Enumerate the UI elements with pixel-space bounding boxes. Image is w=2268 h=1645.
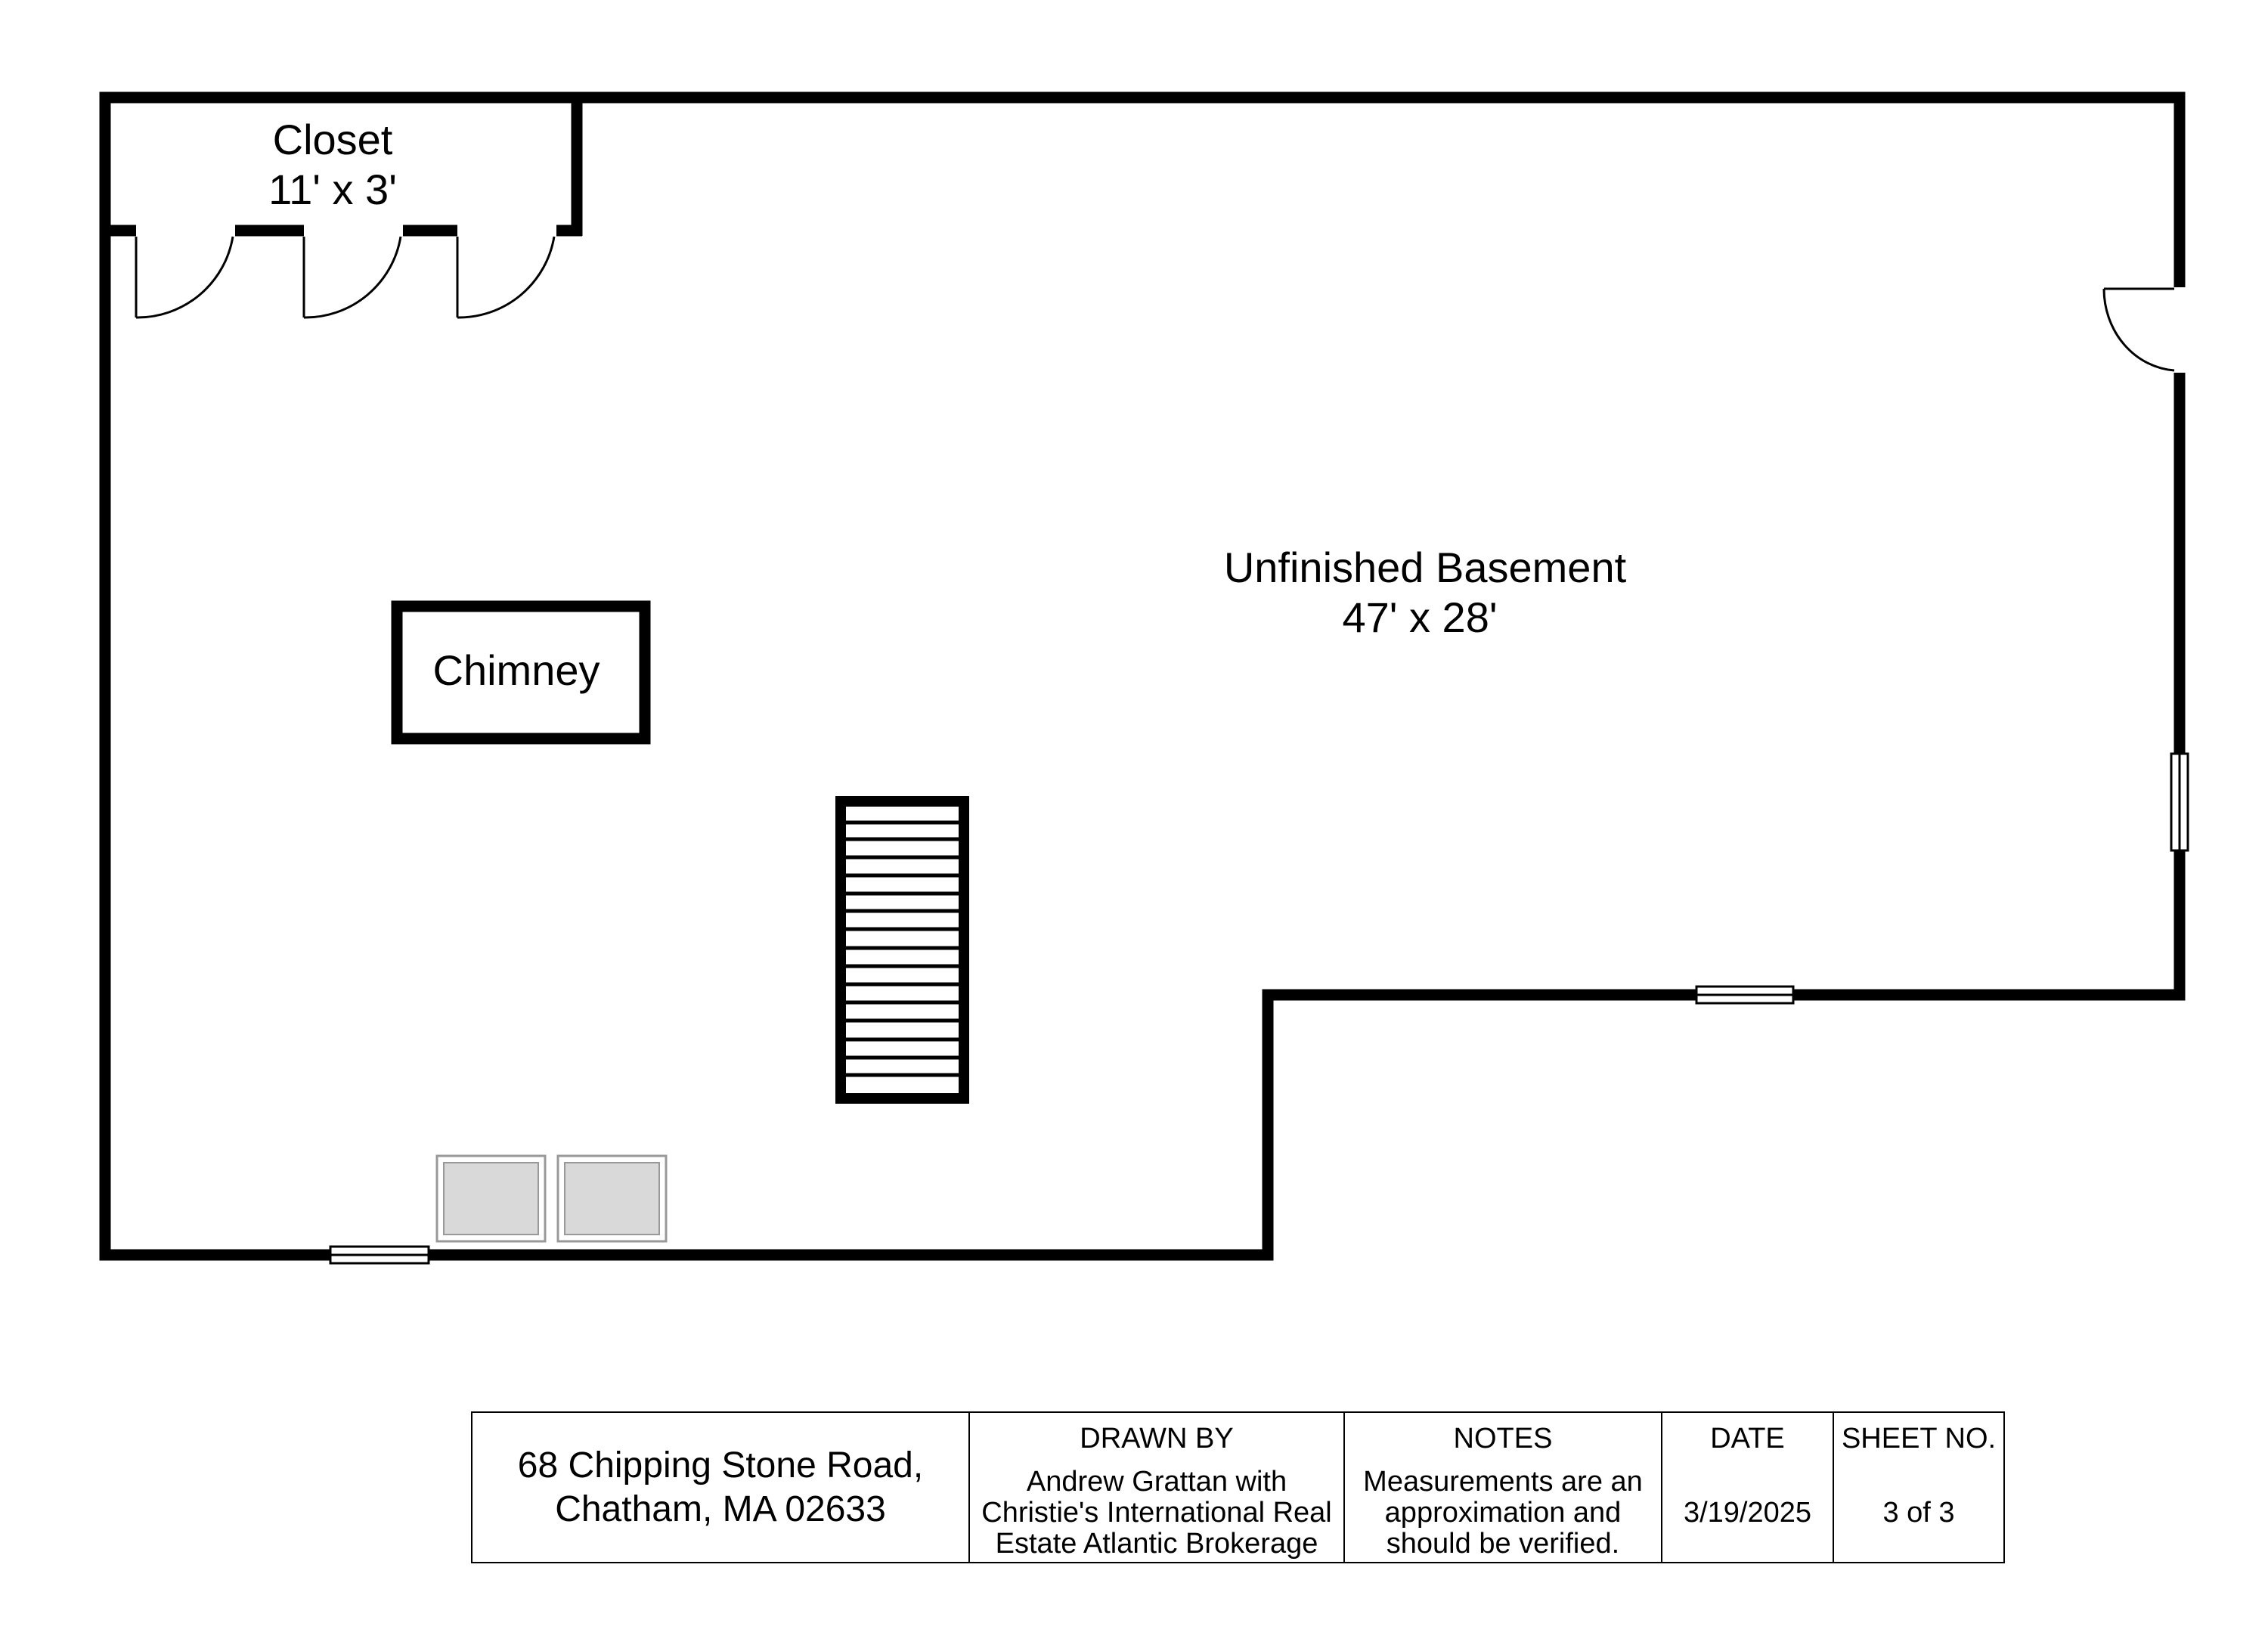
notes-header: NOTES	[1453, 1423, 1553, 1454]
basement-name: Unfinished Basement	[1224, 544, 1627, 591]
date-header: DATE	[1710, 1423, 1785, 1454]
basement-dimensions: 47' x 28'	[1342, 593, 1497, 641]
exterior-walls	[99, 91, 2186, 1261]
closet-walls	[105, 98, 583, 237]
sheet-value: 3 of 3	[1882, 1497, 1955, 1529]
door-gap-right	[2170, 287, 2192, 373]
date-body: 3/19/2025	[1662, 1464, 1833, 1562]
notes-line-1: Measurements are an	[1363, 1466, 1643, 1498]
drawn-by-body: Andrew Grattan with Christie's Internati…	[970, 1464, 1343, 1562]
drawn-by-line-3: Estate Atlantic Brokerage	[995, 1528, 1318, 1560]
chimney	[391, 600, 651, 745]
closet-dimensions: 11' x 3'	[268, 166, 397, 213]
closet-name: Closet	[273, 116, 393, 163]
sheet-body: 3 of 3	[1834, 1464, 2003, 1562]
chimney-label: Chimney	[433, 646, 600, 694]
closet-door-3	[456, 236, 556, 319]
sheet-header: SHEET NO.	[1841, 1423, 1997, 1454]
appliances	[435, 1154, 668, 1243]
appliance-1	[435, 1154, 547, 1243]
notes-body: Measurements are an approximation and sh…	[1345, 1464, 1661, 1562]
address-line-1: 68 Chipping Stone Road,	[517, 1445, 924, 1485]
title-notes: NOTES Measurements are an approximation …	[1345, 1413, 1662, 1562]
title-block: 68 Chipping Stone Road, Chatham, MA 0263…	[471, 1411, 2005, 1563]
drawn-by-line-1: Andrew Grattan with	[1026, 1466, 1287, 1498]
window-bottom	[329, 1245, 430, 1265]
window-right	[2170, 752, 2189, 852]
drawn-by-line-2: Christie's International Real	[981, 1497, 1332, 1529]
closet-door-1	[135, 236, 234, 319]
closet-door-2	[302, 236, 402, 319]
closet-doors	[135, 236, 556, 319]
address-line-2: Chatham, MA 02633	[555, 1489, 886, 1529]
title-drawn-by: DRAWN BY Andrew Grattan with Christie's …	[970, 1413, 1345, 1562]
appliance-2	[556, 1154, 668, 1243]
notes-line-2: approximation and	[1384, 1497, 1622, 1529]
date-value: 3/19/2025	[1683, 1497, 1812, 1529]
window-step	[1695, 985, 1795, 1005]
title-address: 68 Chipping Stone Road, Chatham, MA 0263…	[472, 1413, 970, 1562]
wall-top-left-bottom	[99, 91, 2186, 1261]
title-sheet: SHEET NO. 3 of 3	[1834, 1413, 2003, 1562]
notes-line-3: should be verified.	[1386, 1528, 1620, 1560]
drawn-by-header: DRAWN BY	[1080, 1423, 1234, 1454]
stairs	[835, 796, 969, 1104]
stair-treads	[841, 820, 964, 1077]
exterior-door-right	[2102, 287, 2175, 372]
title-date: DATE 3/19/2025	[1662, 1413, 1834, 1562]
windows	[329, 752, 2189, 1265]
